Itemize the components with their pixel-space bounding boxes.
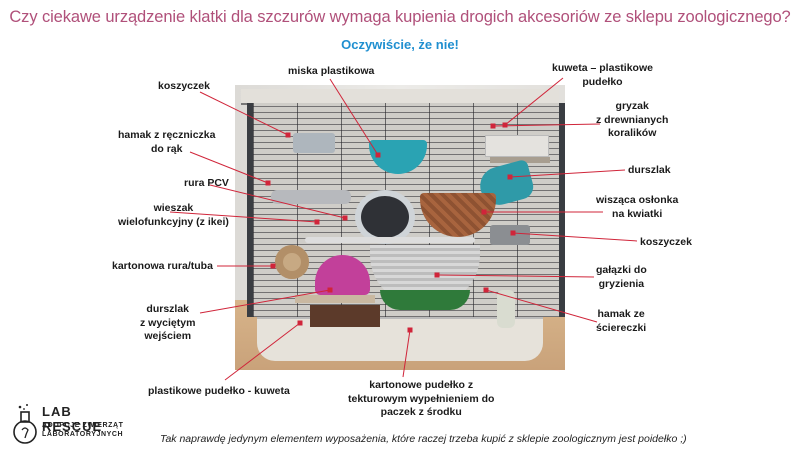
small-basket-left bbox=[293, 133, 335, 153]
annotation-kartonowa-rura: kartonowa rura/tuba bbox=[112, 260, 213, 274]
annotation-rura-pcv: rura PCV bbox=[184, 177, 229, 191]
logo-tagline-1: ADOPCJE ZWIERZĄT bbox=[42, 422, 124, 429]
annotation-line: durszlak bbox=[628, 164, 671, 176]
annotation-koszyczek-right: koszyczek bbox=[640, 236, 692, 250]
cardboard-tube bbox=[275, 245, 309, 279]
annotation-line: wisząca osłonka bbox=[596, 194, 679, 206]
pink-colander bbox=[315, 255, 370, 295]
annotation-plastikowe-pudelko-kuweta: plastikowe pudełko - kuweta bbox=[148, 385, 290, 399]
annotation-line: gryzienia bbox=[598, 277, 645, 290]
annotation-line: durszlak bbox=[146, 303, 190, 315]
annotation-line: hamak z ręczniczka bbox=[118, 129, 216, 141]
pvc-pipe bbox=[355, 190, 415, 244]
annotation-koszyczek-left: koszyczek bbox=[158, 80, 210, 94]
footer-note: Tak naprawdę jedynym elementem wyposażen… bbox=[160, 433, 687, 445]
lab-rescue-logo: LAB RESCUE ADOPCJE ZWIERZĄT LABORATORYJN… bbox=[12, 402, 132, 448]
annotation-line: rura PCV bbox=[184, 177, 229, 189]
wire-basket-right bbox=[490, 225, 530, 245]
logo-name: LAB RESCUE bbox=[42, 404, 103, 434]
logo-tagline-2: LABORATORYJNYCH bbox=[42, 431, 124, 438]
annotation-line: z wyciętym bbox=[140, 316, 196, 329]
page-title: Czy ciekawe urządzenie klatki dla szczur… bbox=[9, 8, 791, 26]
annotation-line: koszyczek bbox=[158, 80, 210, 92]
annotation-line: paczek z środku bbox=[380, 406, 462, 418]
annotation-line: gałązki do bbox=[596, 264, 647, 276]
annotation-line: miska plastikowa bbox=[288, 65, 375, 77]
annotation-line: tekturowym wypełnieniem do bbox=[348, 392, 495, 405]
annotation-line: plastikowe pudełko - kuweta bbox=[148, 385, 290, 397]
annotation-line: gryzak bbox=[615, 100, 649, 112]
annotation-line: do rąk bbox=[150, 142, 183, 155]
annotation-durszlak-right: durszlak bbox=[628, 164, 671, 178]
plastic-box-litter bbox=[485, 135, 549, 157]
annotation-line: wejściem bbox=[144, 330, 192, 342]
annotation-line: koralików bbox=[607, 127, 657, 139]
flask-with-rat-icon bbox=[13, 404, 37, 444]
annotation-line: z drewnianych bbox=[596, 113, 669, 126]
annotation-miska-plastikowa: miska plastikowa bbox=[288, 65, 374, 79]
hammock-towel bbox=[271, 190, 351, 204]
annotation-line: wielofunkcyjny (z ikei) bbox=[118, 215, 229, 228]
annotation-line: kartonowa rura/tuba bbox=[112, 260, 213, 272]
green-hammock bbox=[380, 290, 470, 310]
brown-mat bbox=[310, 305, 380, 327]
annotation-line: ściereczki bbox=[596, 321, 647, 334]
logo-tagline: ADOPCJE ZWIERZĄT LABORATORYJNYCH bbox=[42, 421, 124, 439]
wooden-platform bbox=[295, 295, 375, 303]
cage-photo bbox=[235, 85, 565, 370]
annotation-line: kuweta – plastikowe bbox=[552, 62, 653, 74]
annotation-line: koszyczek bbox=[640, 236, 692, 248]
water-bottle bbox=[497, 290, 515, 328]
annotation-line: hamak ze bbox=[597, 308, 645, 320]
rope-bridge bbox=[305, 237, 475, 243]
annotation-line: pudełko bbox=[582, 75, 623, 88]
cage-base-tray bbox=[257, 317, 543, 361]
annotation-line: wieszak bbox=[153, 202, 194, 214]
page-subtitle: Oczywiście, że nie! bbox=[341, 37, 459, 52]
annotation-line: na kwiatki bbox=[612, 207, 663, 220]
annotation-line: kartonowe pudełko z bbox=[369, 379, 474, 391]
